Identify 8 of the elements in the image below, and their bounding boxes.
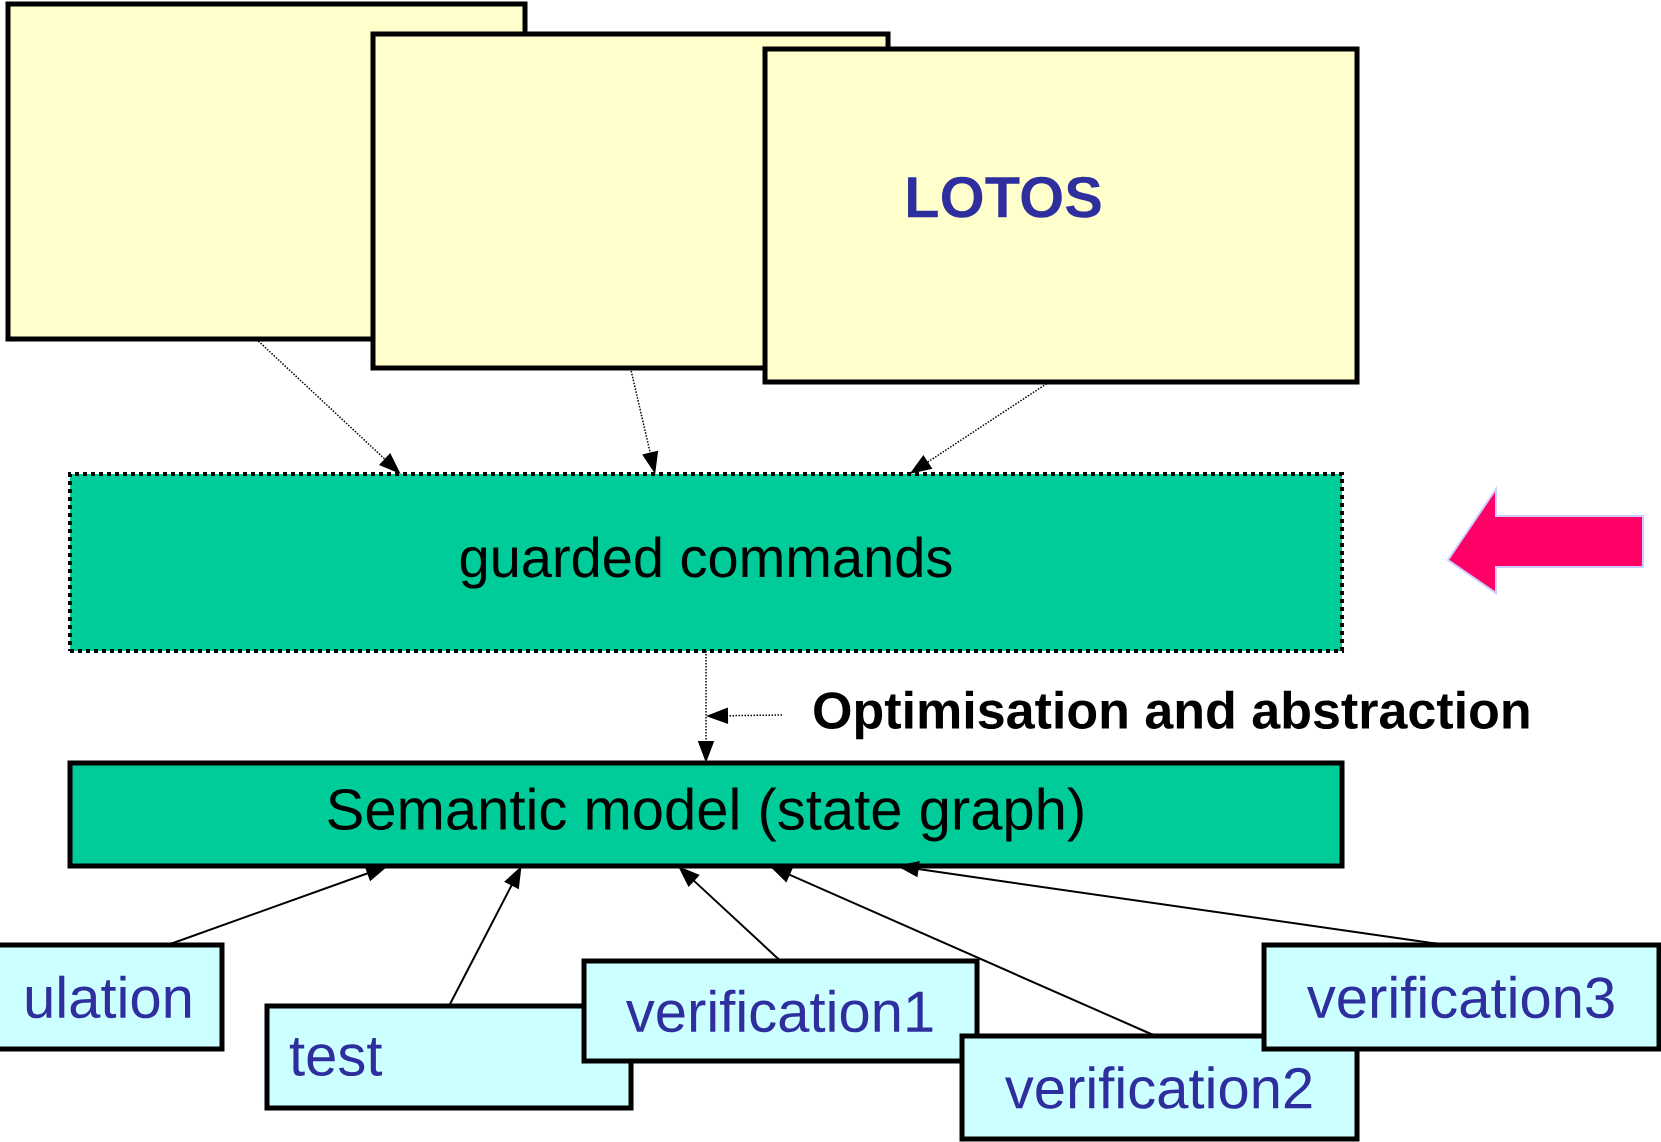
language-box: LOTOS: [762, 46, 1360, 385]
model-box: Semantic model (state graph): [67, 760, 1345, 869]
process-box: guarded commands: [68, 472, 1344, 653]
tool-box: ulation: [0, 942, 225, 1052]
annotation-text: Optimisation and abstraction: [814, 690, 1529, 740]
tool-box: verification2: [959, 1033, 1360, 1142]
tool-box: verification3: [1261, 942, 1661, 1052]
tool-box: verification1: [581, 958, 980, 1064]
